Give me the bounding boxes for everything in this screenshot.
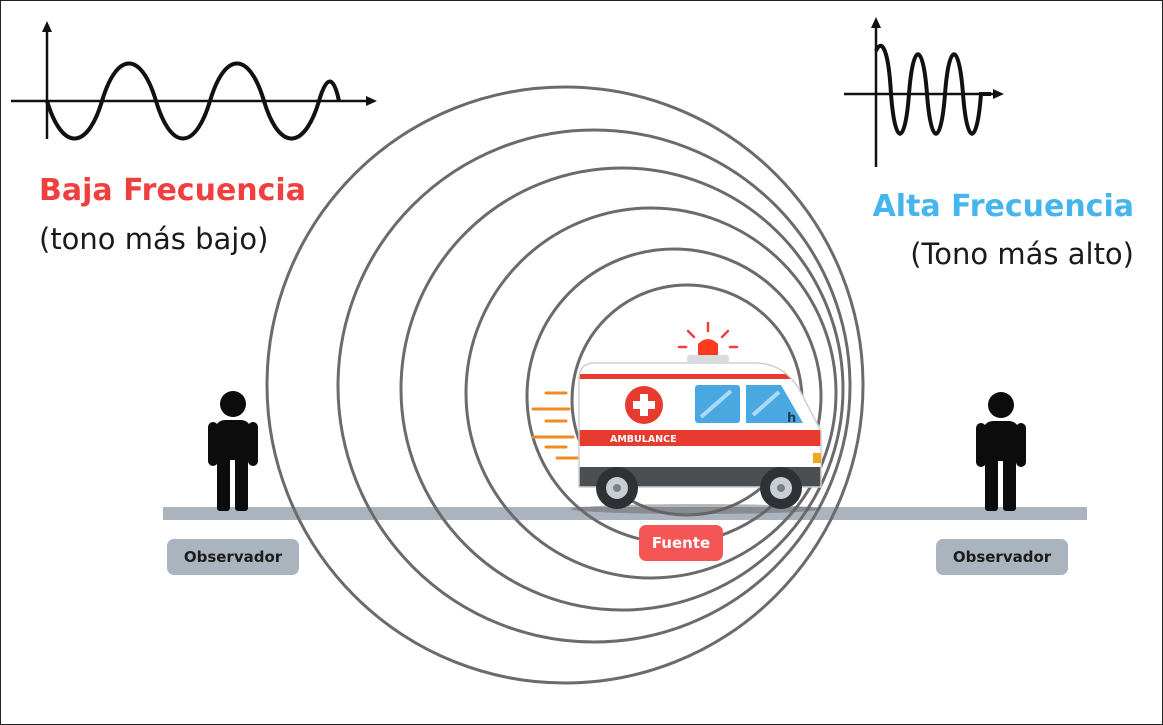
red-cross-icon: [625, 386, 663, 424]
low-frequency-subtitle: (tono más bajo): [39, 222, 269, 256]
low-frequency-waveform-icon: [11, 21, 377, 141]
wavefront-3: [399, 166, 845, 612]
wavefront-2: [336, 128, 852, 644]
person-icon: [208, 391, 258, 511]
high-frequency-waveform-icon: [844, 17, 1004, 167]
van-logo: h: [787, 411, 796, 426]
siren-icon: [677, 321, 739, 363]
wavefront-4: [464, 206, 838, 580]
wavefront-1: [265, 85, 865, 685]
wheel-front: [760, 467, 802, 509]
high-frequency-title: Alta Frecuencia: [872, 189, 1134, 224]
observer-right-label: Observador: [936, 539, 1068, 575]
van-windshield: [746, 385, 803, 423]
motion-lines: [531, 391, 581, 460]
road: [163, 507, 1087, 520]
high-frequency-subtitle: (Tono más alto): [910, 237, 1134, 271]
low-frequency-title: Baja Frecuencia: [39, 173, 306, 208]
ambulance-icon: h AMBULANCE: [571, 321, 822, 514]
van-text: AMBULANCE: [610, 434, 677, 445]
source-label: Fuente: [639, 525, 723, 561]
wheel-rear: [596, 467, 638, 509]
observer-left-label: Observador: [167, 539, 299, 575]
person-icon: [976, 392, 1026, 511]
